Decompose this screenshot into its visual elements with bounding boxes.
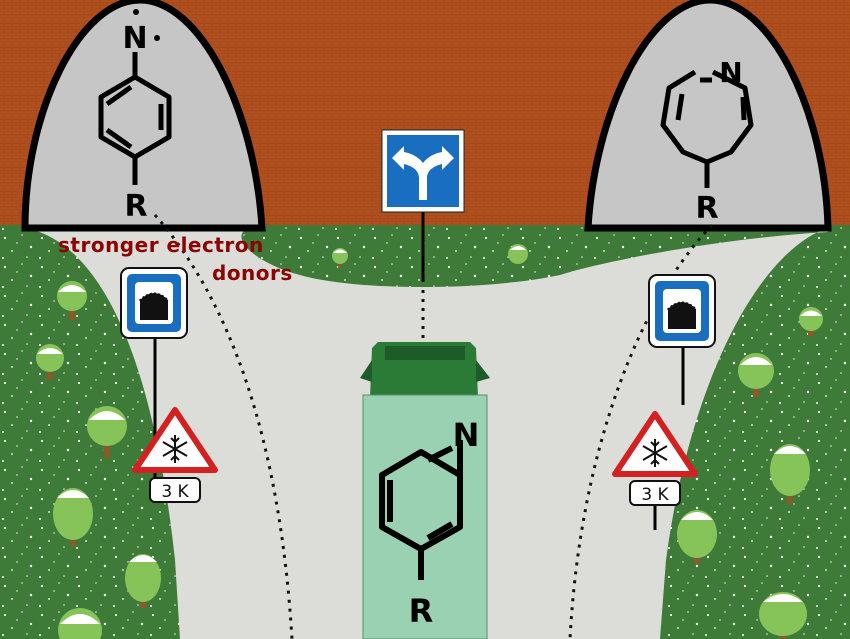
left-lane-line — [153, 214, 294, 639]
trees — [36, 244, 823, 639]
snowflake-icon — [162, 435, 188, 463]
right-molecule — [660, 69, 754, 188]
tunnel-icon — [135, 282, 173, 324]
right-tunnel — [584, 0, 832, 232]
left-n-label: N — [122, 21, 147, 56]
truck — [360, 342, 490, 639]
direction-sign — [381, 129, 465, 282]
radical-dot-top — [133, 9, 139, 15]
left-sign-post — [120, 267, 218, 503]
radical-dot-side — [154, 35, 160, 41]
right-distance-label: 3 K — [641, 485, 669, 505]
split-arrow-icon — [392, 146, 454, 200]
truck-r-label: R — [409, 592, 434, 630]
left-distance-label: 3 K — [161, 482, 189, 502]
truck-molecule — [379, 440, 463, 580]
right-sign-post — [612, 274, 716, 530]
center-grass-island — [262, 226, 558, 286]
right-r-label: R — [695, 191, 718, 226]
caption-line-1: stronger electron — [58, 233, 264, 257]
left-molecule — [98, 52, 172, 185]
caption-line-2: donors — [212, 261, 293, 285]
left-tunnel — [21, 0, 266, 232]
right-n-label: N — [719, 56, 742, 89]
snowflake-icon — [642, 439, 668, 467]
left-r-label: R — [124, 189, 147, 224]
tunnel-icon — [663, 289, 701, 333]
right-lane-line — [568, 223, 714, 639]
truck-n-label: N — [453, 416, 480, 454]
